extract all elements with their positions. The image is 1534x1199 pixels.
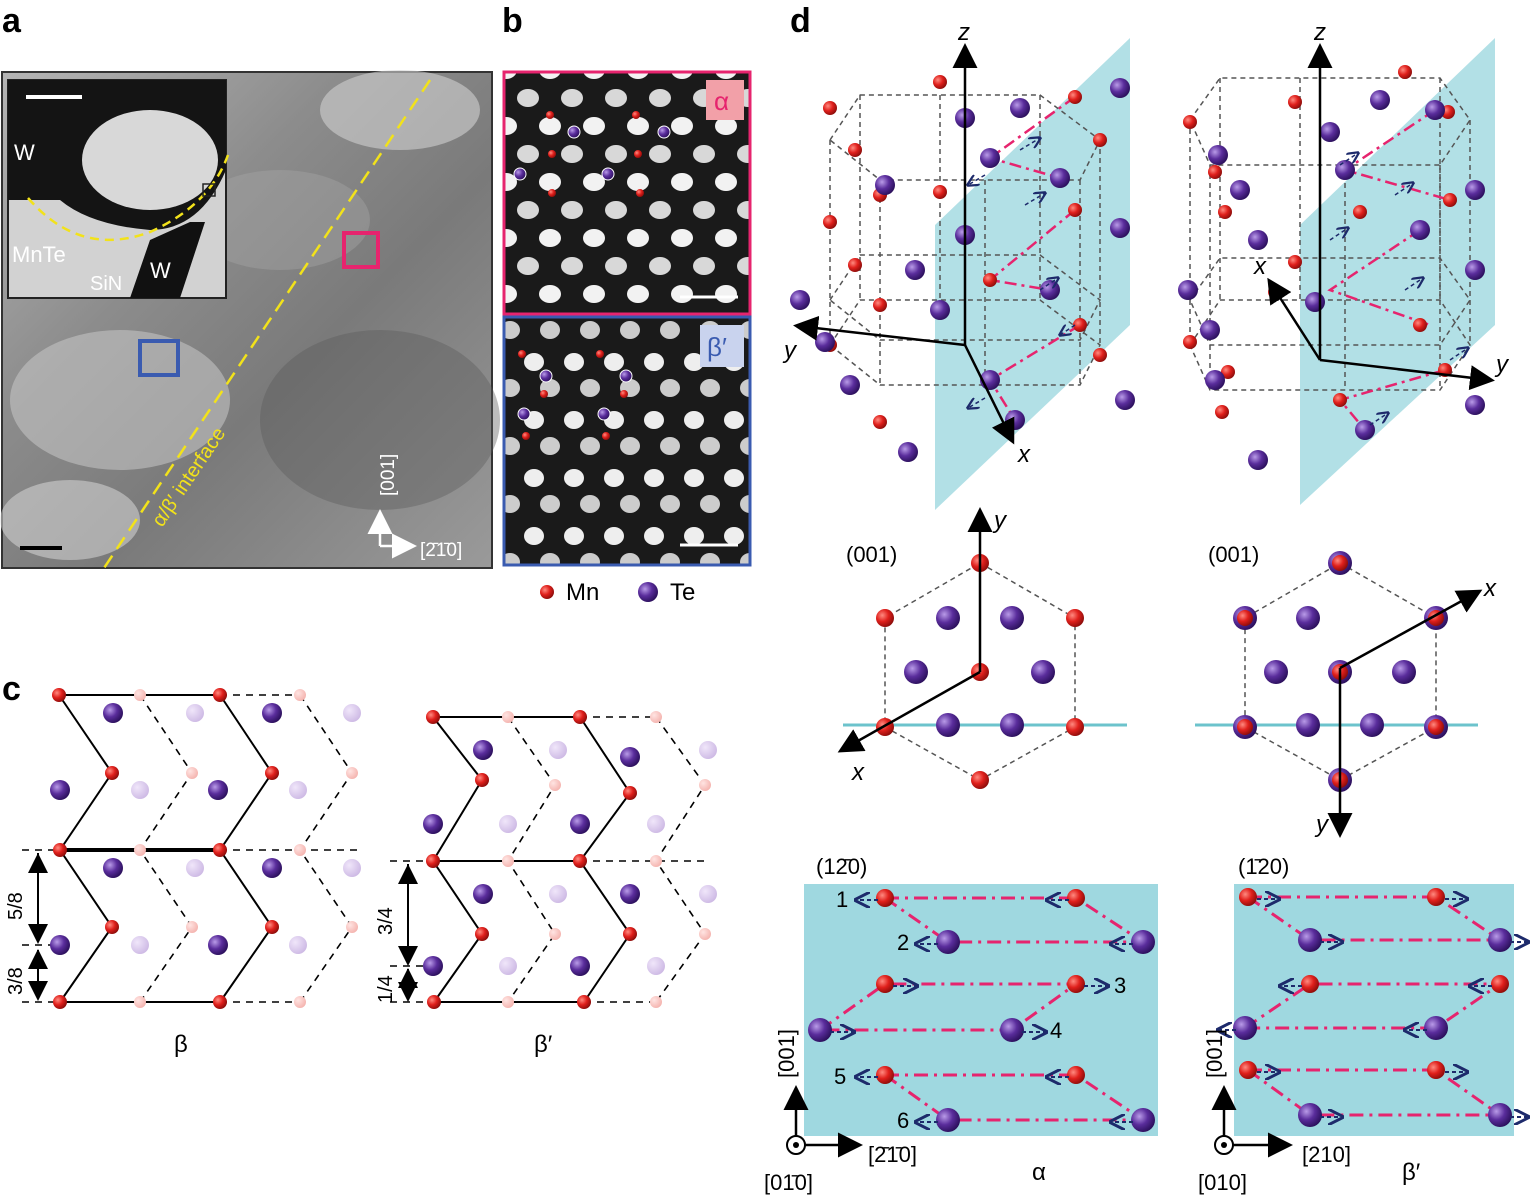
layer-4: 4 [1050,1018,1062,1043]
axis-z-right: z [1313,19,1326,46]
left-dir-001: [001] [774,1029,799,1078]
alpha-badge: α [714,86,729,116]
alpha-atom-markers [513,111,671,197]
beta-fraction-lower: 3/8 [5,967,27,995]
hex-001-left: y x (001) [837,507,1127,789]
axis-001-label: [001] [378,454,399,496]
layer-2: 2 [897,930,909,955]
plane-right [1300,38,1495,505]
beta-prime-atoms [423,710,717,1009]
beta-atoms [50,688,361,1009]
right-dir-010: [010] [1198,1170,1247,1195]
legend-mn-label: Mn [566,579,599,606]
plane-label-001-right: (001) [1208,542,1259,567]
axis-210-label: [2̄1̄0] [420,540,462,561]
legend-mn-marker [540,585,554,599]
layer-1: 1 [836,887,848,912]
beta-prime-atom-markers [517,350,633,440]
beta-prime-fraction-lower: 1/4 [375,975,397,1003]
inset-label-w-bottom: W [150,258,171,283]
right-dir-001: [001] [1202,1029,1227,1078]
caption-alpha: α [1032,1159,1046,1186]
panel-label-b: b [502,2,523,40]
crystal-3d-right: z x y [1178,19,1510,505]
beta-region-box [138,339,180,377]
beta-caption: β [174,1031,188,1058]
plane-label-001-left: (001) [846,542,897,567]
panel-label-d: d [790,2,811,40]
legend-te-label: Te [670,579,695,606]
hex-left-axis-x: x [851,759,865,786]
projection-beta-prime: (1̄20) [1198,854,1528,1195]
axis-z-left: z [957,19,970,46]
layer-5: 5 [834,1064,846,1089]
layer-6: 6 [897,1108,909,1133]
left-dir-01bar0: [01̄0] [764,1170,813,1195]
legend-te-marker [638,582,658,602]
hex-right-axis-x: x [1483,575,1497,602]
panel-c: 5/8 3/8 β [5,688,717,1058]
axis-x-right: x [1253,253,1267,280]
inset-label-w-top: W [14,140,35,165]
layer-3: 3 [1114,973,1126,998]
hex-left-axis-y: y [992,507,1008,534]
axis-x-left: x [1017,441,1031,468]
right-dir-210: [210] [1302,1142,1351,1167]
inset: W MnTe SiN W [7,79,230,299]
axis-y-left: y [782,337,798,364]
beta-prime-caption: β′ [534,1031,553,1058]
inset-label-sin: SiN [90,273,122,295]
projection-alpha: (12̄0) [764,854,1158,1195]
alpha-region-box [342,231,380,269]
axis-y-right: y [1494,351,1510,378]
panel-d: z y x [764,19,1528,1195]
beta-fraction-upper: 5/8 [5,892,27,920]
beta-prime-badge: β′ [707,332,727,362]
hex-001-right: x y (001) [1195,542,1497,838]
inset-label-mnte: MnTe [12,242,66,267]
panel-b: α β′ Mn Te [502,70,752,606]
interface-line [102,79,432,569]
hex-right-axis-y: y [1314,811,1330,838]
panel-label-c: c [2,670,21,708]
crystal-3d-left: z y x [782,19,1135,510]
panel-a: W MnTe SiN W α/β′ interface [001] [2̄1̄0… [0,70,500,569]
panel-label-a: a [2,2,22,40]
beta-prime-fraction-upper: 3/4 [375,907,397,935]
caption-beta-prime: β′ [1402,1159,1421,1186]
plane-label-1bar20: (1̄20) [1238,854,1289,879]
plane-left [935,38,1130,510]
left-dir-2bar1bar0: [2̄1̄0] [868,1142,917,1167]
plane-label-12bar0: (12̄0) [816,854,867,879]
